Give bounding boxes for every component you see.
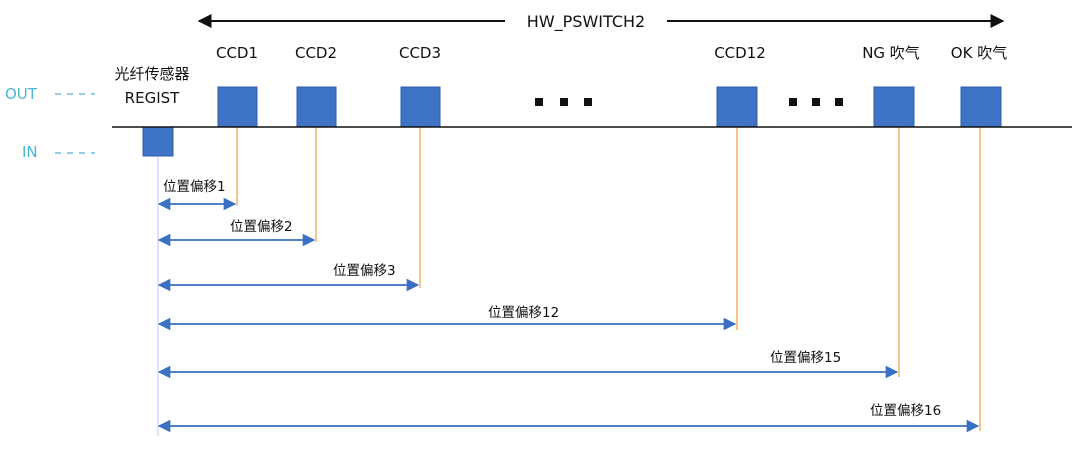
pulse-ok — [960, 86, 1002, 128]
pulse-ccd3 — [400, 86, 441, 128]
offset-label-12: 位置偏移12 — [488, 305, 559, 321]
pulse-sensor-in — [142, 126, 174, 157]
hw-pswitch-label: HW_PSWITCH2 — [527, 12, 645, 32]
station-label-ng: NG 吹气 — [862, 44, 920, 62]
ellipsis-1 — [535, 98, 592, 106]
station-label-ccd1: CCD1 — [216, 44, 258, 62]
pulse-ccd1 — [217, 86, 258, 128]
offset-label-2: 位置偏移2 — [230, 219, 293, 235]
ellipsis-2 — [789, 98, 843, 106]
hw-pswitch-span: HW_PSWITCH2 — [197, 12, 1005, 32]
pulse-ccd12 — [716, 86, 758, 128]
offset-label-1: 位置偏移1 — [163, 179, 226, 195]
offset-16: 位置偏移16 — [157, 403, 980, 433]
ellipsis-dot — [789, 98, 797, 106]
in-label: IN — [22, 143, 38, 161]
sensor-name-label: 光纤传感器 — [114, 65, 189, 83]
sensor-regist-label: REGIST — [125, 89, 180, 107]
station-label-ccd3: CCD3 — [399, 44, 441, 62]
offset-12: 位置偏移12 — [157, 305, 737, 331]
ellipsis-dot — [835, 98, 843, 106]
offset-label-15: 位置偏移15 — [770, 350, 841, 366]
out-label: OUT — [5, 85, 38, 103]
station-label-ccd2: CCD2 — [295, 44, 337, 62]
offset-15: 位置偏移15 — [157, 350, 899, 379]
offset-label-16: 位置偏移16 — [870, 403, 941, 419]
ellipsis-dot — [560, 98, 568, 106]
station-label-ccd12: CCD12 — [714, 44, 766, 62]
pulse-ccd2 — [296, 86, 337, 128]
ellipsis-dot — [812, 98, 820, 106]
pulse-ng — [873, 86, 915, 128]
offset-2: 位置偏移2 — [157, 219, 316, 247]
station-label-ok: OK 吹气 — [951, 44, 1007, 62]
offset-1: 位置偏移1 — [157, 179, 237, 211]
offset-label-3: 位置偏移3 — [333, 263, 396, 279]
ellipsis-dot — [535, 98, 543, 106]
ellipsis-dot — [584, 98, 592, 106]
offset-3: 位置偏移3 — [157, 263, 420, 292]
